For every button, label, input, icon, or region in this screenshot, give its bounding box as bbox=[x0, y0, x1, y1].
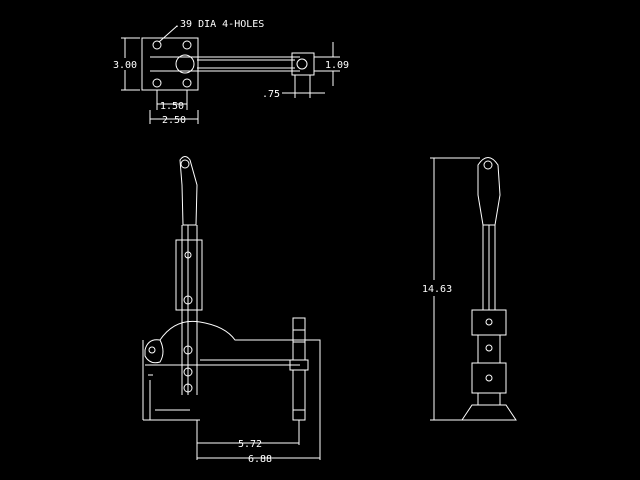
mounting-hole bbox=[182, 78, 192, 88]
mounting-hole bbox=[152, 78, 162, 88]
mounting-hole bbox=[182, 40, 192, 50]
side-base bbox=[461, 404, 517, 421]
handle-grip bbox=[179, 156, 198, 226]
base-plate-outline bbox=[141, 37, 199, 91]
spindle-bolt bbox=[296, 58, 308, 70]
clamp-arm bbox=[159, 320, 321, 420]
dim-overall: 6.88 bbox=[248, 454, 272, 465]
center-hub bbox=[175, 54, 195, 74]
spindle-end bbox=[291, 52, 315, 76]
spindle bbox=[292, 317, 306, 361]
dim-hole-spacing: 1.50 bbox=[160, 101, 184, 112]
dim-side-height: 14.63 bbox=[422, 284, 452, 295]
dim-pin-offset: .75 bbox=[262, 89, 280, 100]
dim-spindle: 5.72 bbox=[238, 439, 262, 450]
hole-note: .39 DIA 4-HOLES bbox=[174, 19, 264, 30]
dim-top-height: 3.00 bbox=[113, 60, 137, 71]
top-view: 3.00 1.09 .75 1.50 2.50 .39 DIA 4-HOLES bbox=[113, 19, 349, 126]
dim-top-width: 1.09 bbox=[325, 60, 349, 71]
side-handle-grip bbox=[477, 157, 501, 226]
side-view: 14.63 bbox=[422, 157, 517, 421]
dim-base-width: 2.50 bbox=[162, 115, 186, 126]
mounting-hole bbox=[152, 40, 162, 50]
front-view: 5.72 6.88 bbox=[142, 156, 321, 465]
